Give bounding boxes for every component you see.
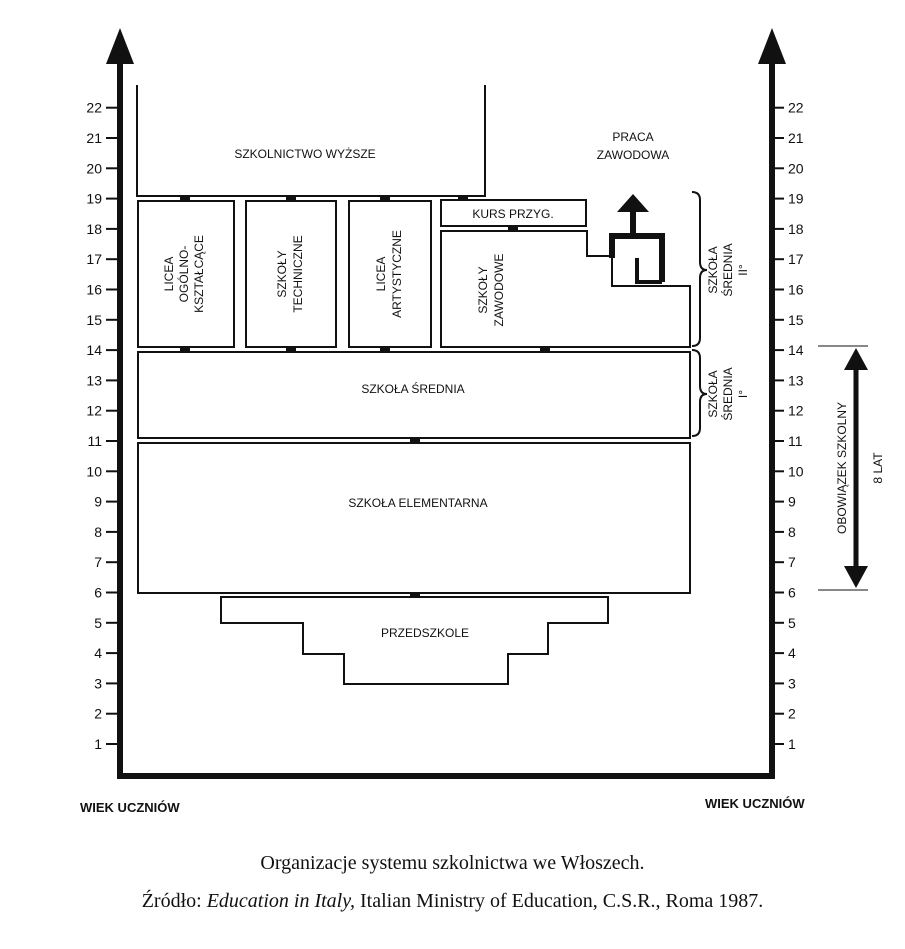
source-rest: Italian Ministry of Education, C.S.R., R… bbox=[355, 890, 764, 912]
left-axis bbox=[106, 28, 134, 776]
svg-text:TECHNICZNE: TECHNICZNE bbox=[291, 235, 305, 312]
szkola-elementarna-label: SZKOŁA ELEMENTARNA bbox=[348, 496, 487, 510]
right-tick-label: 12 bbox=[788, 403, 804, 419]
szkoly-zawodowe-label: SZKOŁY ZAWODOWE bbox=[476, 254, 506, 327]
right-tick-label: 17 bbox=[788, 251, 804, 267]
source-prefix: Źródło: bbox=[141, 890, 207, 912]
right-tick-label: 3 bbox=[788, 675, 796, 691]
przedszkole-box bbox=[220, 596, 609, 685]
svg-text:SZKOŁY: SZKOŁY bbox=[476, 266, 490, 313]
left-tick-label: 7 bbox=[94, 554, 102, 570]
right-tick-label: 5 bbox=[788, 615, 796, 631]
right-tick-label: 16 bbox=[788, 282, 804, 298]
bracket-lower-label: SZKOŁA ŚREDNIA I° bbox=[706, 367, 750, 420]
svg-text:I°: I° bbox=[736, 390, 750, 398]
left-tick-label: 1 bbox=[94, 736, 102, 752]
svg-text:LICEA: LICEA bbox=[374, 257, 388, 292]
right-tick-label: 15 bbox=[788, 312, 804, 328]
svg-text:ŚREDNIA: ŚREDNIA bbox=[720, 243, 735, 296]
left-tick-label: 9 bbox=[94, 494, 102, 510]
bracket-upper bbox=[691, 191, 708, 347]
svg-text:SZKOŁY: SZKOŁY bbox=[275, 250, 289, 297]
przedszkole-label: PRZEDSZKOLE bbox=[381, 626, 469, 640]
szkola-srednia-label: SZKOŁA ŚREDNIA bbox=[361, 381, 464, 396]
svg-text:8 LAT: 8 LAT bbox=[871, 452, 885, 484]
praca-arrow bbox=[609, 194, 665, 284]
higher-education-box bbox=[136, 85, 486, 197]
svg-text:ARTYSTYCZNE: ARTYSTYCZNE bbox=[390, 230, 404, 318]
left-tick-label: 15 bbox=[86, 312, 102, 328]
bracket-lower bbox=[691, 349, 708, 437]
praca-line2: ZAWODOWA bbox=[597, 148, 669, 162]
svg-text:ZAWODOWE: ZAWODOWE bbox=[492, 254, 506, 327]
left-tick-label: 5 bbox=[94, 615, 102, 631]
right-tick-label: 6 bbox=[788, 585, 796, 601]
right-axis-label: WIEK UCZNIÓW bbox=[705, 796, 805, 811]
right-tick-label: 7 bbox=[788, 554, 796, 570]
left-axis-label: WIEK UCZNIÓW bbox=[80, 800, 180, 815]
svg-text:ŚREDNIA: ŚREDNIA bbox=[720, 367, 735, 420]
left-tick-label: 4 bbox=[94, 645, 102, 661]
left-tick-label: 21 bbox=[86, 130, 102, 146]
right-tick-label: 2 bbox=[788, 706, 796, 722]
source-title: Education in Italy, bbox=[206, 890, 355, 912]
left-tick-label: 2 bbox=[94, 706, 102, 722]
left-tick-label: 3 bbox=[94, 675, 102, 691]
left-tick-label: 12 bbox=[86, 403, 102, 419]
right-tick-label: 8 bbox=[788, 524, 796, 540]
kurs-przyg-label: KURS PRZYG. bbox=[472, 207, 553, 221]
right-tick-label: 11 bbox=[788, 433, 803, 449]
praca-line1: PRACA bbox=[612, 130, 653, 144]
svg-text:SZKOŁA: SZKOŁA bbox=[706, 370, 720, 417]
left-tick-label: 6 bbox=[94, 585, 102, 601]
svg-text:SZKOŁA: SZKOŁA bbox=[706, 246, 720, 293]
svg-text:II°: II° bbox=[736, 264, 750, 276]
right-tick-label: 22 bbox=[788, 100, 804, 116]
left-tick-label: 18 bbox=[86, 221, 102, 237]
szkola-elementarna-box bbox=[137, 442, 691, 594]
left-tick-label: 16 bbox=[86, 282, 102, 298]
right-tick-label: 4 bbox=[788, 645, 796, 661]
svg-text:OBOWIĄZEK SZKOLNY: OBOWIĄZEK SZKOLNY bbox=[835, 402, 849, 534]
right-tick-label: 19 bbox=[788, 191, 804, 207]
left-tick-label: 13 bbox=[86, 372, 102, 388]
right-tick-label: 21 bbox=[788, 130, 804, 146]
right-tick-label: 14 bbox=[788, 342, 804, 358]
left-tick-label: 20 bbox=[86, 160, 102, 176]
caption-title: Organizacje systemu szkolnictwa we Włosz… bbox=[260, 852, 645, 874]
left-tick-label: 19 bbox=[86, 191, 102, 207]
compulsory-range bbox=[818, 345, 868, 591]
higher-education-label: SZKOLNICTWO WYŻSZE bbox=[234, 147, 375, 161]
right-tick-label: 13 bbox=[788, 372, 804, 388]
left-tick-label: 14 bbox=[86, 342, 102, 358]
caption-source: Źródło: Education in Italy, Italian Mini… bbox=[0, 890, 905, 913]
szkoly-techniczne-label: SZKOŁY TECHNICZNE bbox=[275, 235, 305, 312]
svg-text:OGÓLNO-: OGÓLNO- bbox=[176, 246, 191, 303]
bracket-upper-label: SZKOŁA ŚREDNIA II° bbox=[706, 243, 750, 296]
right-tick-label: 20 bbox=[788, 160, 804, 176]
right-tick-label: 18 bbox=[788, 221, 804, 237]
connector-marks bbox=[180, 196, 550, 598]
compulsory-years: 8 LAT bbox=[871, 452, 885, 484]
svg-text:KSZTAŁCĄCE: KSZTAŁCĄCE bbox=[192, 235, 206, 313]
licea-ogolno-label: LICEA OGÓLNO- KSZTAŁCĄCE bbox=[162, 235, 206, 313]
left-tick-label: 11 bbox=[87, 433, 102, 449]
left-tick-label: 22 bbox=[86, 100, 102, 116]
right-tick-label: 1 bbox=[788, 736, 796, 752]
left-tick-label: 10 bbox=[86, 463, 102, 479]
right-axis bbox=[758, 28, 786, 776]
svg-text:LICEA: LICEA bbox=[162, 257, 176, 292]
left-tick-label: 17 bbox=[86, 251, 102, 267]
compulsory-label: OBOWIĄZEK SZKOLNY bbox=[835, 402, 849, 534]
right-tick-label: 9 bbox=[788, 494, 796, 510]
right-tick-label: 10 bbox=[788, 463, 804, 479]
licea-artystyczne-label: LICEA ARTYSTYCZNE bbox=[374, 230, 404, 318]
left-tick-label: 8 bbox=[94, 524, 102, 540]
